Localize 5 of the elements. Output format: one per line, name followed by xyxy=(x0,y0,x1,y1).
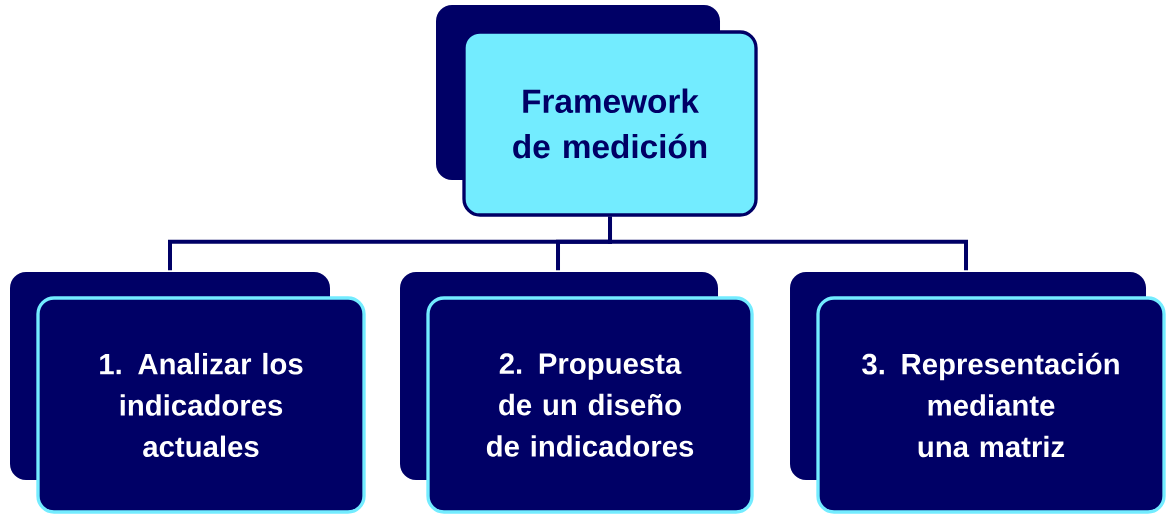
card-box: 2. Propuesta de un diseño de indicadores xyxy=(400,272,754,514)
card-box: 1. Analizar los indicadores actuales xyxy=(10,272,366,514)
connector-line xyxy=(608,216,968,271)
card-box: 3. Representación mediante una matriz xyxy=(790,272,1166,514)
card-box: Framework de medición xyxy=(436,5,758,217)
